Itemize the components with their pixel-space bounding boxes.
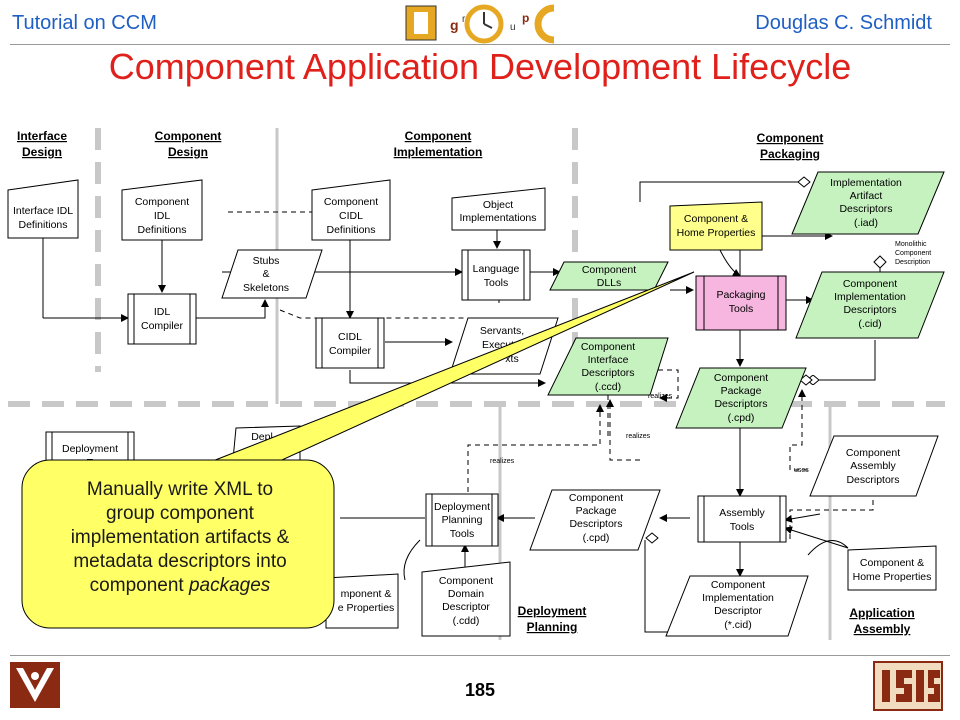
node-stubs-skeletons: Stubs&Skeletons <box>221 249 323 299</box>
footer-divider <box>10 655 950 656</box>
vanderbilt-logo <box>10 662 60 708</box>
svg-text:u: u <box>510 22 516 33</box>
svg-text:g: g <box>450 17 459 33</box>
svg-text:Stubs&Skeletons: Stubs&Skeletons <box>243 255 289 294</box>
node-home-properties-left: mponent &e Properties <box>325 573 399 629</box>
node-home-properties-bottom: Component &Home Properties <box>847 545 937 591</box>
doc-group-logo: g r u p <box>405 4 555 44</box>
callout-text: Manually write XML to group component im… <box>70 479 290 596</box>
svg-text:Component &Home Properties: Component &Home Properties <box>677 213 756 239</box>
header-author: Douglas C. Schmidt <box>755 12 932 34</box>
realizes-label-2: realizes <box>626 433 651 440</box>
node-home-properties-top: Component &Home Properties <box>669 201 763 251</box>
svg-text:Component &Home Properties: Component &Home Properties <box>853 557 932 583</box>
realizes-label-1: realizes <box>648 393 673 400</box>
realizes-label-3: realizes <box>490 458 515 465</box>
svg-text:r: r <box>462 14 466 25</box>
uses-label: uses <box>794 467 809 474</box>
svg-text:p: p <box>522 11 529 25</box>
header-course-title: Tutorial on CCM <box>12 12 157 34</box>
header-divider <box>10 44 950 45</box>
page-number: 185 <box>464 680 496 700</box>
dashed-connectors <box>228 211 874 540</box>
stage-separators <box>8 128 945 407</box>
connectors <box>42 180 881 633</box>
svg-text:mponent &e Properties: mponent &e Properties <box>338 588 395 614</box>
isis-logo <box>873 661 943 711</box>
slide-title: Component Application Development Lifecy… <box>108 46 852 87</box>
callout-balloon <box>21 271 695 629</box>
